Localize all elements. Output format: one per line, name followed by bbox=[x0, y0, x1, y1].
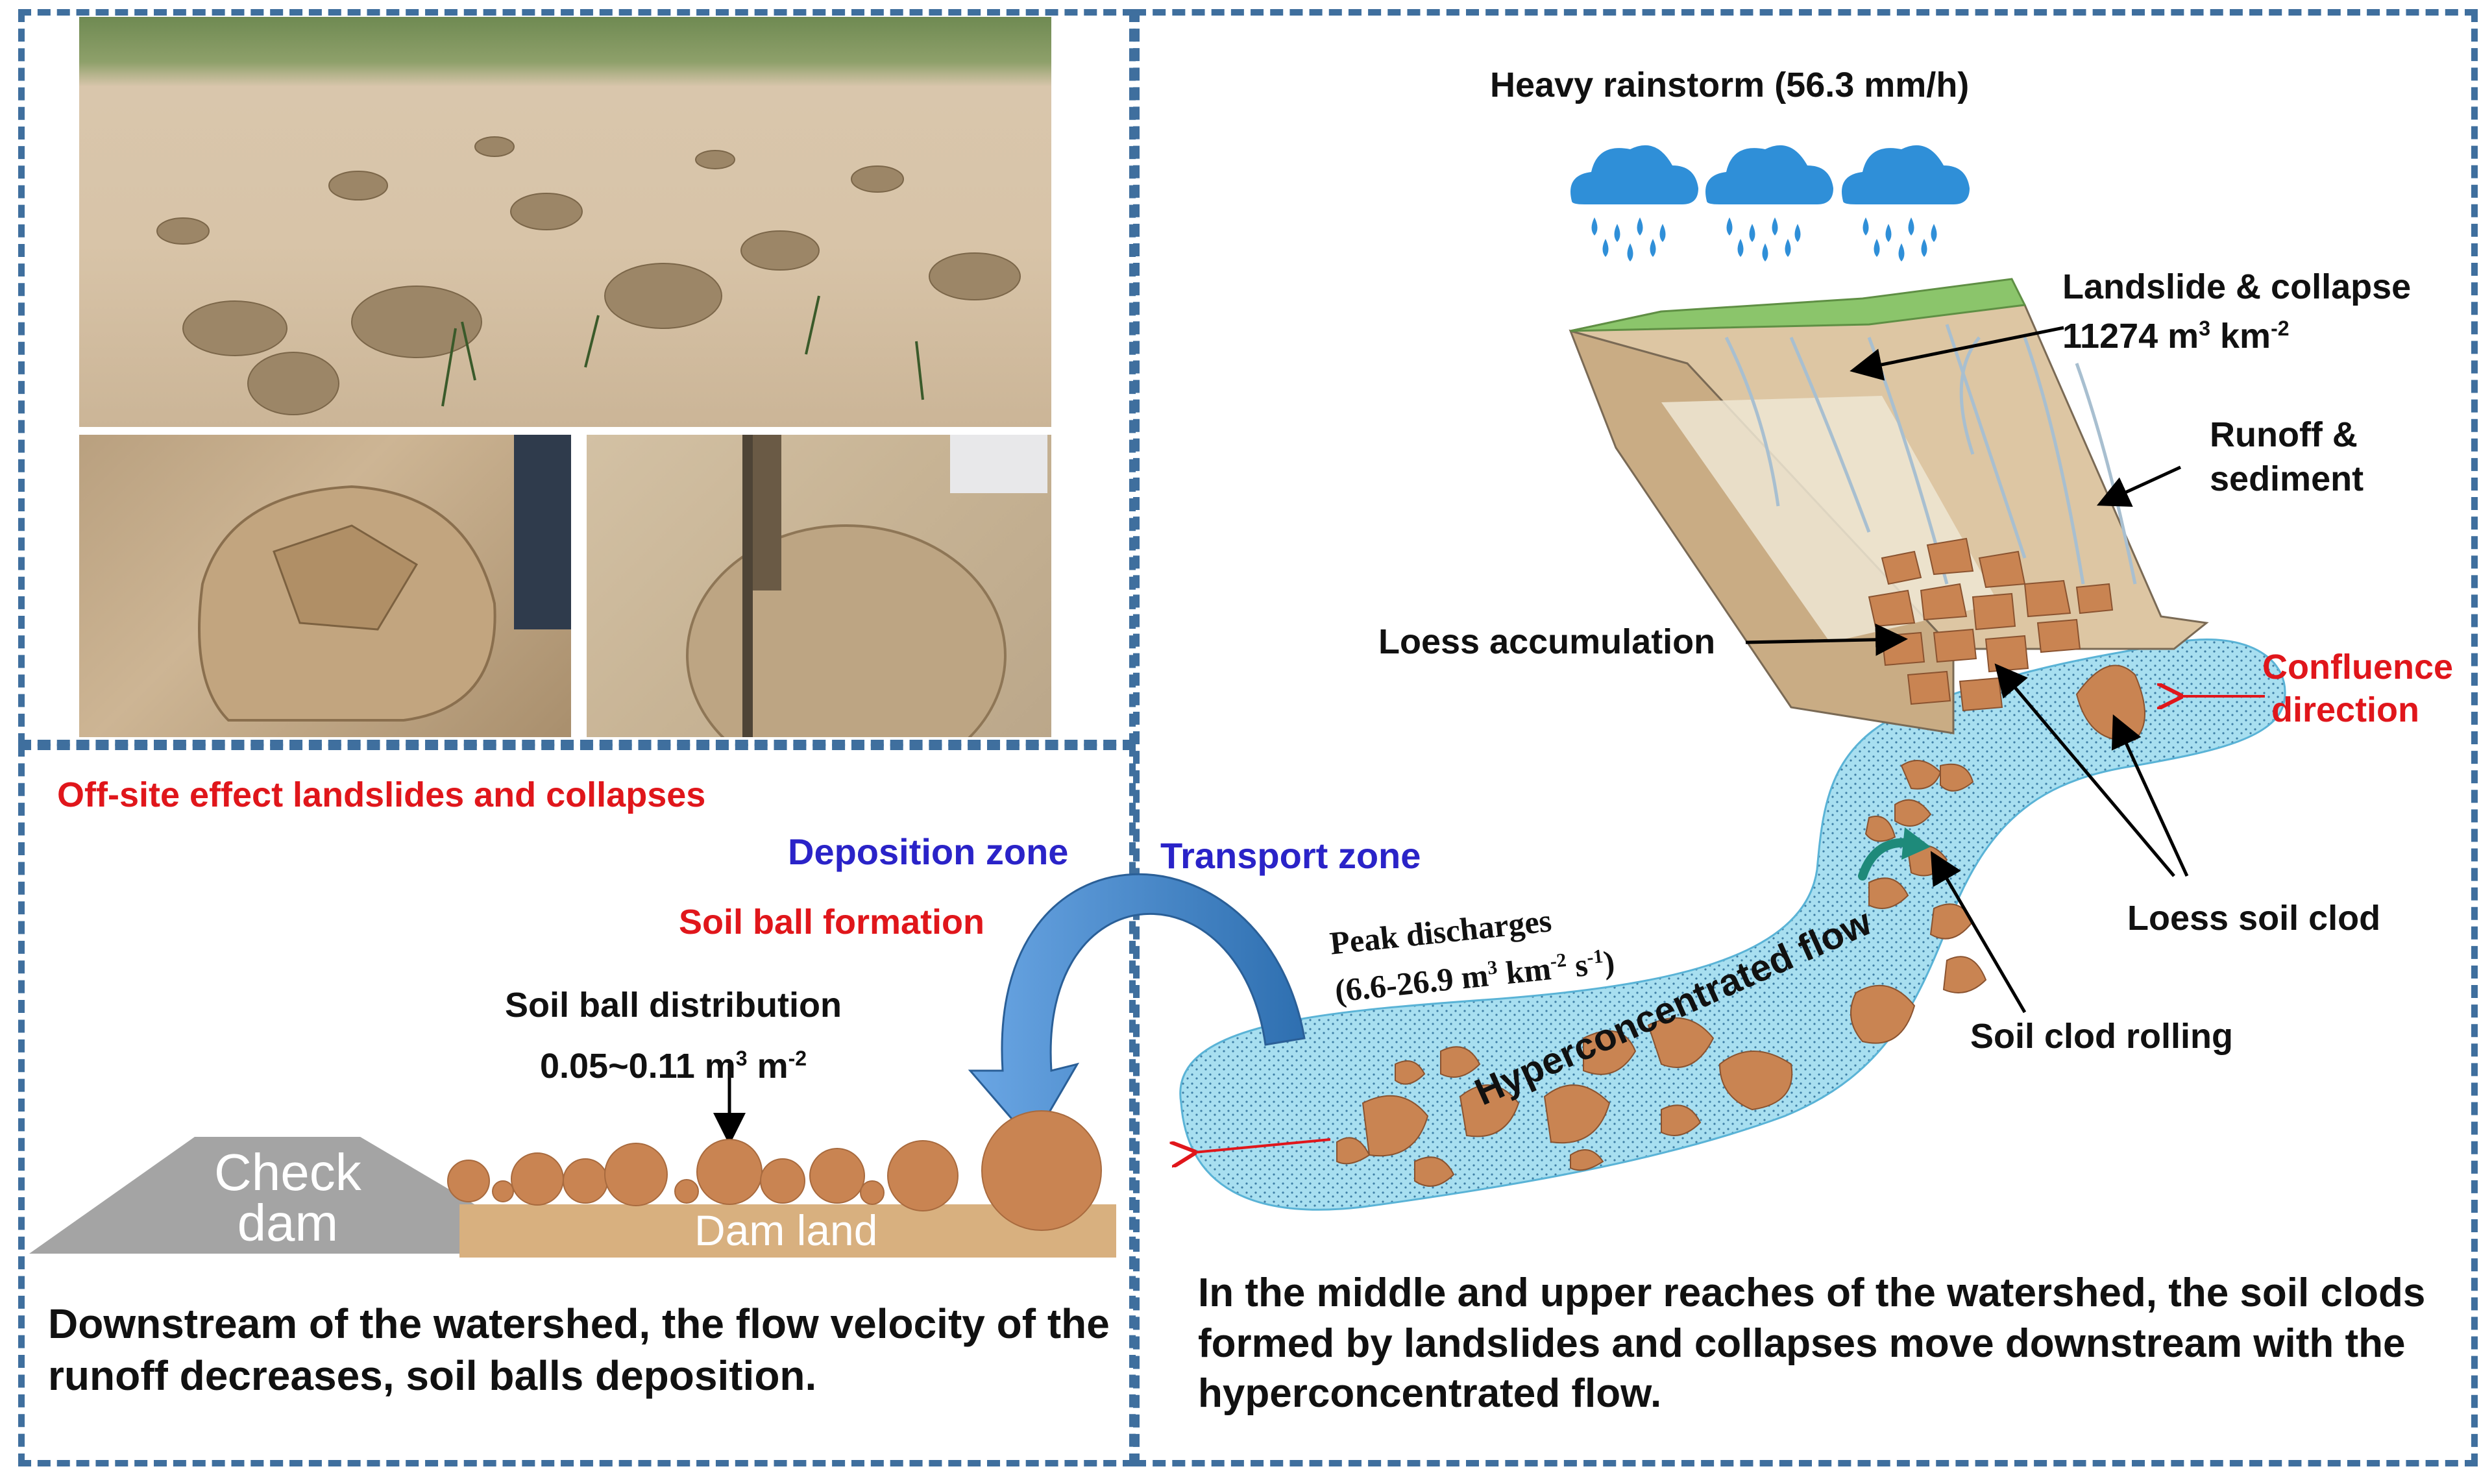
check-dam-line-1: Check bbox=[214, 1143, 361, 1201]
confluence-line-2: direction bbox=[2271, 690, 2420, 729]
photo-panel bbox=[18, 9, 1136, 746]
loess-clod-leader-arrow-1 bbox=[1994, 663, 2175, 877]
check-dam-label: Check dam bbox=[214, 1143, 361, 1252]
deposition-panel bbox=[18, 744, 1136, 1466]
rain-cloud-icon bbox=[1570, 145, 1698, 262]
photo-broken-soil-ball bbox=[79, 435, 571, 737]
landslide-leader-arrow bbox=[1850, 326, 2064, 381]
soil-ball-distribution-title: Soil ball distribution bbox=[505, 986, 842, 1025]
soil-ball-formation-label: Soil ball formation bbox=[679, 903, 985, 942]
outflow-arrow bbox=[1194, 1138, 1331, 1152]
rain-clouds bbox=[1570, 145, 1970, 262]
photo-intact-soil-ball bbox=[587, 435, 1051, 737]
runoff-line-2: sediment bbox=[2210, 459, 2364, 498]
transport-zone-label: Transport zone bbox=[1160, 835, 1421, 876]
check-dam-shape bbox=[29, 1137, 558, 1254]
deposition-curved-arrow bbox=[968, 873, 1306, 1144]
soil-clod-rolling-leader-arrow bbox=[1930, 851, 2027, 1014]
loess-clod-leader-arrow-2 bbox=[2111, 714, 2189, 877]
photo-soil-balls-field bbox=[79, 17, 1051, 427]
dam-land-label: Dam land bbox=[694, 1206, 878, 1254]
deposition-zone-label: Deposition zone bbox=[788, 831, 1069, 872]
rain-cloud-icon bbox=[1842, 145, 1970, 262]
rain-cloud-icon bbox=[1705, 145, 1833, 262]
soil-balls bbox=[447, 1110, 1102, 1231]
loess-soil-clod-label: Loess soil clod bbox=[2127, 899, 2381, 938]
loess-accumulation-leader-arrow bbox=[1745, 623, 1908, 656]
runoff-label: Runoff & sediment bbox=[2210, 413, 2364, 501]
landslide-label: Landslide & collapse 11274 m3 km-2 bbox=[2062, 266, 2411, 357]
flow-soil-clods bbox=[1336, 664, 2145, 1187]
upstream-caption: In the middle and upper reaches of the w… bbox=[1198, 1271, 2426, 1416]
landslide-title: Landslide & collapse bbox=[2062, 267, 2412, 306]
offsite-effect-label: Off-site effect landslides and collapses bbox=[57, 775, 706, 814]
soil-clod-rolling-label: Soil clod rolling bbox=[1970, 1017, 2233, 1056]
soil-ball-distribution-label: Soil ball distribution 0.05~0.11 m3 m-2 bbox=[505, 979, 842, 1093]
rainstorm-label: Heavy rainstorm (56.3 mm/h) bbox=[1490, 66, 1970, 104]
transport-panel bbox=[1133, 9, 2478, 1466]
confluence-line-1: Confluence bbox=[2262, 648, 2454, 687]
landslide-value: 11274 m3 km-2 bbox=[2062, 317, 2290, 356]
runoff-line-1: Runoff & bbox=[2210, 415, 2358, 454]
loess-accumulation-clods bbox=[1868, 537, 2114, 712]
runoff-leader-arrow bbox=[2096, 465, 2182, 507]
confluence-label: Confluence direction bbox=[2262, 646, 2453, 731]
hillslope-block bbox=[1569, 278, 2209, 735]
downstream-caption: Downstream of the watershed, the flow ve… bbox=[48, 1300, 1110, 1399]
loess-accumulation-label: Loess accumulation bbox=[1378, 622, 1716, 661]
soil-ball-distribution-value: 0.05~0.11 m3 m-2 bbox=[539, 1047, 807, 1086]
check-dam-line-2: dam bbox=[237, 1194, 339, 1252]
